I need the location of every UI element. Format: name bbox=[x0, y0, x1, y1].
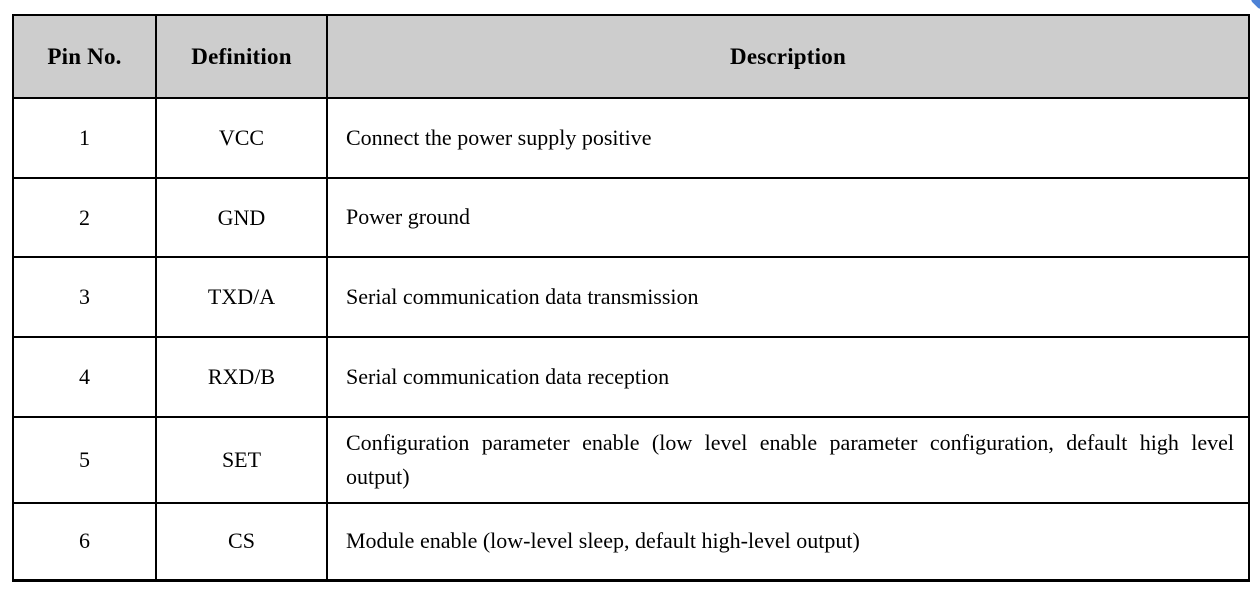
pin-description: Serial communication data transmission bbox=[326, 256, 1250, 338]
pin-definition: GND bbox=[155, 177, 328, 258]
pin-number: 6 bbox=[12, 502, 157, 581]
pin-definition: RXD/B bbox=[155, 336, 328, 418]
pin-number: 3 bbox=[12, 256, 157, 338]
table-row-pin-6: 6 CS Module enable (low-level sleep, def… bbox=[12, 502, 1250, 581]
table-row-pin-5: 5 SET Configuration parameter enable (lo… bbox=[12, 416, 1250, 504]
table-header-row: Pin No. Definition Description bbox=[12, 14, 1250, 99]
pin-description: Module enable (low-level sleep, default … bbox=[326, 502, 1250, 581]
pin-number: 1 bbox=[12, 97, 157, 179]
table-row-pin-3: 3 TXD/A Serial communication data transm… bbox=[12, 256, 1250, 338]
column-header-pin-no: Pin No. bbox=[12, 14, 157, 99]
column-header-definition: Definition bbox=[155, 14, 328, 99]
pin-definition: VCC bbox=[155, 97, 328, 179]
column-header-description: Description bbox=[326, 14, 1250, 99]
pin-number: 4 bbox=[12, 336, 157, 418]
pin-definition-table: Pin No. Definition Description 1 VCC Con… bbox=[12, 14, 1250, 582]
pin-description: Power ground bbox=[326, 177, 1250, 258]
pin-description: Configuration parameter enable (low leve… bbox=[326, 416, 1250, 504]
blue-corner-artifact bbox=[1250, 0, 1260, 10]
pin-definition: CS bbox=[155, 502, 328, 581]
table-row-pin-4: 4 RXD/B Serial communication data recept… bbox=[12, 336, 1250, 418]
table-row-pin-2: 2 GND Power ground bbox=[12, 177, 1250, 258]
pin-number: 5 bbox=[12, 416, 157, 504]
pin-number: 2 bbox=[12, 177, 157, 258]
table-row-pin-1: 1 VCC Connect the power supply positive bbox=[12, 97, 1250, 179]
pin-definition: TXD/A bbox=[155, 256, 328, 338]
pin-definition: SET bbox=[155, 416, 328, 504]
pin-description: Connect the power supply positive bbox=[326, 97, 1250, 179]
pin-description: Serial communication data reception bbox=[326, 336, 1250, 418]
